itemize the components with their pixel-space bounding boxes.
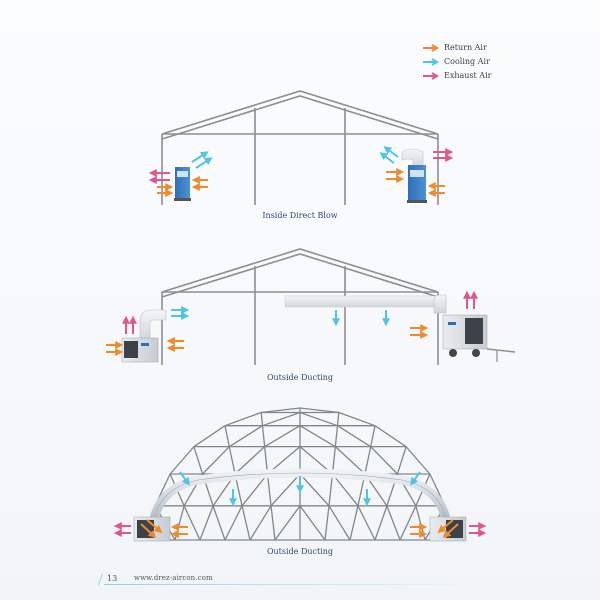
dome-strut xyxy=(364,446,372,475)
dome-strut xyxy=(228,446,236,475)
dome-strut xyxy=(334,425,339,447)
dome-strut xyxy=(270,505,276,541)
dome-strut xyxy=(299,407,339,414)
caption-inside-direct-blow: Inside Direct Blow xyxy=(262,211,338,220)
dome-strut xyxy=(349,505,359,541)
tent-inside-direct-blow xyxy=(148,90,454,205)
airflow-legend: Return Air Cooling Air Exhaust Air xyxy=(422,42,532,84)
dome-strut xyxy=(264,425,301,448)
ac-unit-right xyxy=(401,148,427,203)
dome-strut xyxy=(262,411,301,427)
ac-unit-dome-left xyxy=(133,516,171,542)
dome-strut xyxy=(374,425,407,448)
ac-unit-outside-right-trailer xyxy=(433,294,516,362)
dome-strut xyxy=(299,473,330,507)
dome-strut xyxy=(274,505,301,541)
legend-item-cooling-air: Cooling Air xyxy=(422,56,532,68)
dome-strut xyxy=(260,412,264,426)
dome-strut xyxy=(249,505,272,541)
dome-outside-ducting xyxy=(113,407,487,542)
dome-strut xyxy=(338,411,376,427)
dome-strut xyxy=(328,473,334,506)
dome-strut xyxy=(199,505,214,541)
dome-strut xyxy=(193,446,204,475)
dome-strut xyxy=(374,505,388,541)
dome-strut xyxy=(224,505,243,541)
website-url: www.drez-aircon.com xyxy=(134,574,213,582)
dome-strut xyxy=(334,446,366,475)
ac-unit-left xyxy=(174,167,191,201)
dome-strut xyxy=(169,446,195,475)
dome-strut xyxy=(212,505,226,541)
dome-strut xyxy=(386,505,401,541)
dome-strut xyxy=(234,446,266,475)
legend-label: Return Air xyxy=(444,43,487,52)
dome-strut xyxy=(370,425,376,447)
dome-strut xyxy=(228,425,263,448)
dome-strut xyxy=(270,473,301,507)
dome-strut xyxy=(183,505,201,541)
dome-strut xyxy=(337,425,372,448)
dome-strut xyxy=(405,446,431,475)
dome-strut xyxy=(336,412,340,426)
legend-label: Exhaust Air xyxy=(444,71,492,80)
dome-strut xyxy=(266,473,272,506)
dome-strut xyxy=(241,473,269,507)
dome-strut xyxy=(324,505,330,541)
dome-strut xyxy=(357,505,376,541)
dome-strut xyxy=(396,446,407,475)
dome-strut xyxy=(370,446,398,475)
dome-strut xyxy=(299,505,326,541)
ac-unit-dome-right xyxy=(429,516,467,542)
legend-item-exhaust-air: Exhaust Air xyxy=(422,70,532,82)
dome-strut xyxy=(202,446,230,475)
page-number: 13 xyxy=(107,574,118,583)
caption-outside-ducting-tent: Outside Ducting xyxy=(266,373,334,382)
dome-strut xyxy=(299,411,338,427)
dome-strut xyxy=(193,425,226,448)
legend-item-return-air: Return Air xyxy=(422,42,532,54)
caption-outside-ducting-dome: Outside Ducting xyxy=(266,547,334,556)
dome-strut xyxy=(261,407,301,414)
return-air-arrow-icon xyxy=(423,44,439,52)
ac-unit-outside-left xyxy=(121,309,167,363)
dome-strut xyxy=(261,425,266,447)
dome-strut xyxy=(328,505,351,541)
overhead-duct xyxy=(284,295,436,308)
cooling-air-arrow-icon xyxy=(423,58,439,66)
legend-label: Cooling Air xyxy=(444,57,490,66)
dome-strut xyxy=(399,505,417,541)
dome-strut xyxy=(224,425,230,447)
dome-strut xyxy=(241,505,251,541)
exhaust-air-arrow-icon xyxy=(423,72,439,80)
dome-strut xyxy=(331,473,359,507)
dome-strut xyxy=(299,425,336,448)
dome-strut xyxy=(224,411,262,427)
tent-outside-ducting xyxy=(106,248,516,365)
footer-divider xyxy=(104,584,484,585)
